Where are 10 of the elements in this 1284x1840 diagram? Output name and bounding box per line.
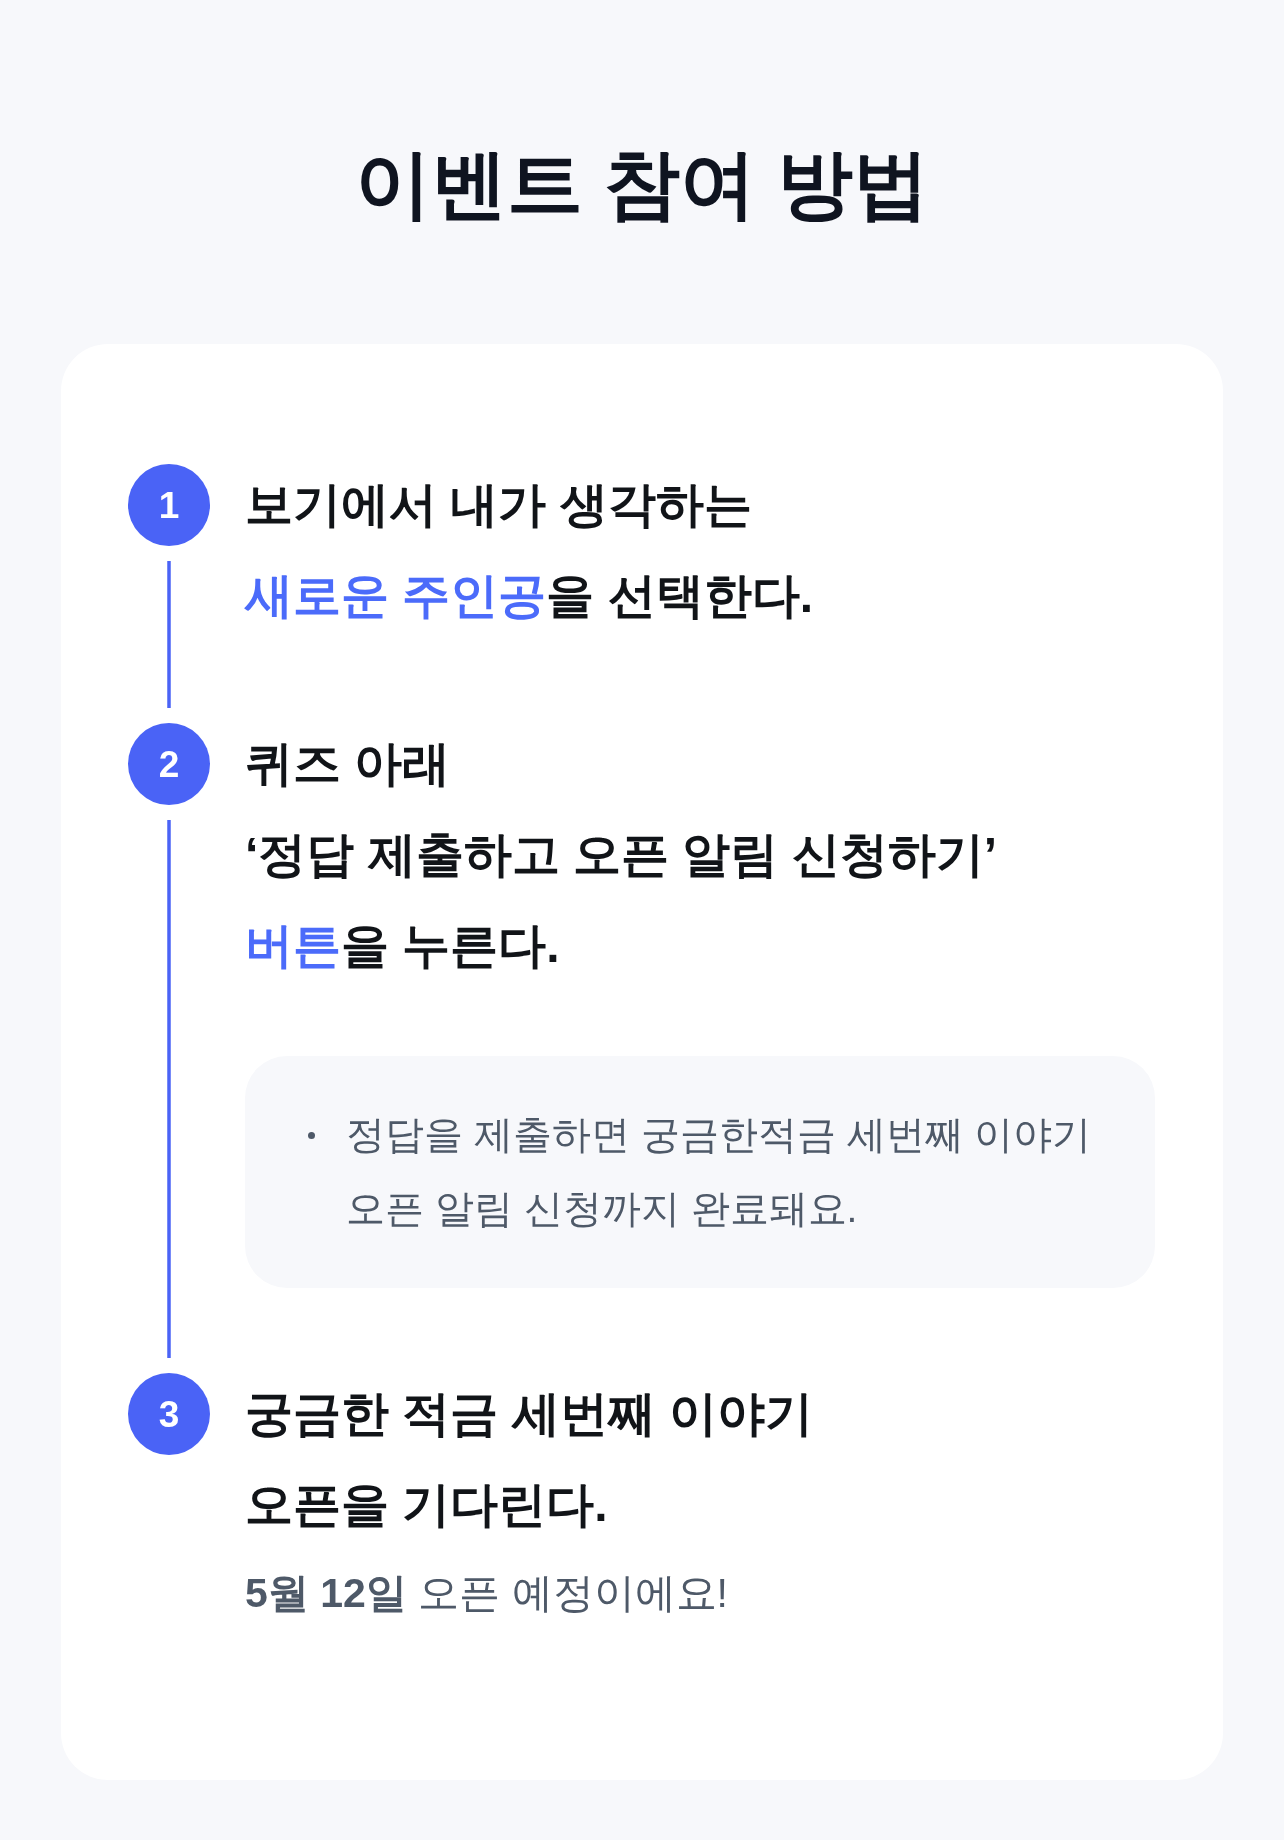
title: 이벤트 참여 방법 — [353, 140, 931, 228]
connector-line — [167, 561, 171, 708]
step-instruction-text: 궁금한 적금 세번째 이야기 오픈을 기다린다. — [245, 1386, 814, 1533]
card-panel — [61, 344, 1223, 1780]
connector-line — [167, 820, 171, 1358]
note-text: 정답을 제출하면 궁금한적금 세번째 이야기 오픈 알림 신청까지 완료돼요. — [346, 1112, 1093, 1232]
step-note-text: 5월 12일 오픈 예정이에요! — [245, 1569, 729, 1618]
note-panel — [245, 1056, 1155, 1288]
step-instruction-text: 보기에서 내가 생각하는 새로운 주인공을 선택한다. — [245, 477, 814, 624]
step-instruction-text: 퀴즈 아래 ‘정답 제출하고 오픈 알림 신청하기’ 버튼을 누른다. — [245, 736, 998, 974]
